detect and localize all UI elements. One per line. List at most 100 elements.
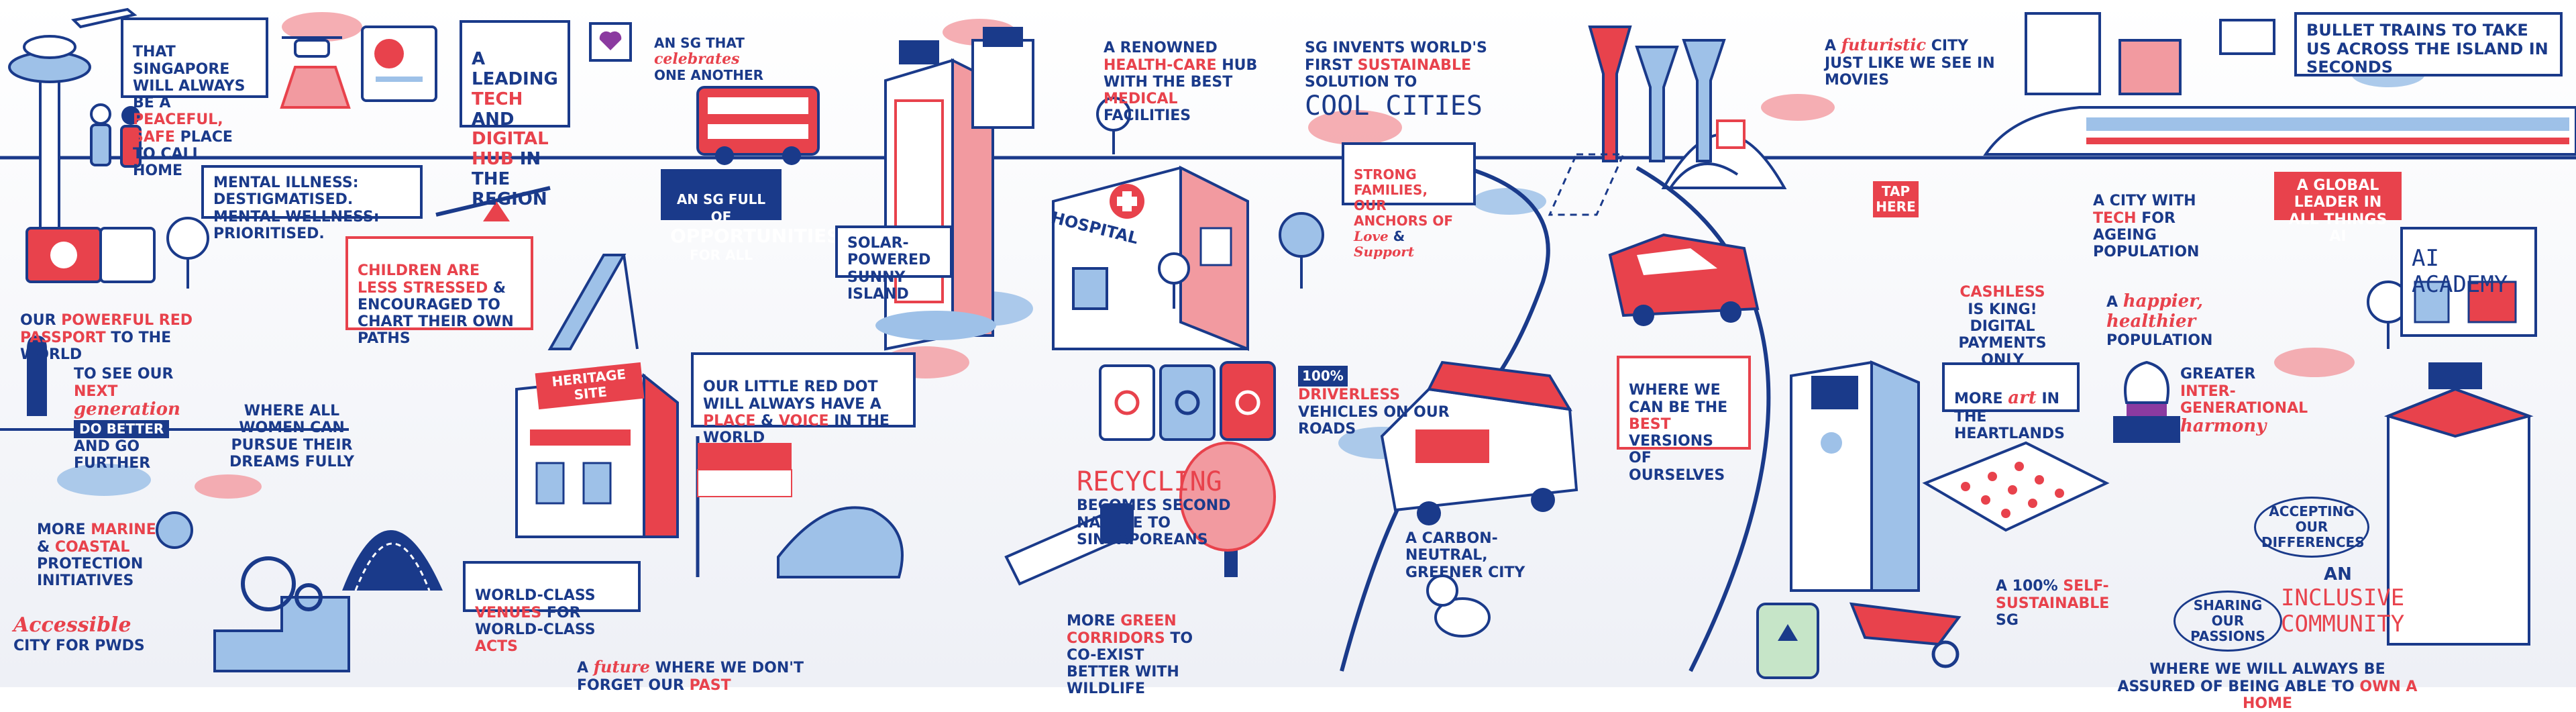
caption-highlight: Support bbox=[1354, 244, 1415, 260]
caption-text: & bbox=[755, 412, 779, 429]
caption-text: World-class bbox=[475, 587, 596, 605]
mural-illustration bbox=[0, 0, 2576, 687]
caption-text: Our little red dot will always have a bbox=[703, 378, 881, 413]
caption-text: Where we can be the bbox=[1629, 382, 1728, 416]
caption-highlight: self-sustainable bbox=[1996, 578, 2110, 612]
drone-icon bbox=[280, 36, 351, 109]
winding-road bbox=[1340, 152, 1771, 672]
double-decker-bus bbox=[696, 86, 820, 165]
caption-opportunities: An SG full ofOpportunitiesfor all bbox=[661, 169, 840, 263]
caption-text: where we don't forget our bbox=[577, 660, 804, 694]
caption-text: for ageing population bbox=[2093, 209, 2200, 261]
chicken-statue bbox=[2113, 360, 2180, 443]
caption-text: A 100% bbox=[1996, 578, 2063, 595]
caption-text: one another bbox=[654, 67, 764, 84]
caption-highlight: Driverless bbox=[1298, 387, 1401, 404]
passport-icon bbox=[25, 227, 156, 283]
playground-slide bbox=[547, 254, 639, 350]
tap-here-sign: Tap here bbox=[1873, 181, 1919, 217]
seesaw bbox=[435, 186, 551, 221]
driverless-vehicle bbox=[1380, 360, 1578, 525]
caption-happier-population: A happier, healthier population bbox=[2106, 275, 2214, 349]
solar-island bbox=[875, 311, 996, 340]
caption-strong-families: Strong families, our anchors of Love & S… bbox=[1342, 142, 1476, 260]
caption-inclusive-community: AnInclusive community bbox=[2281, 545, 2404, 638]
caption-text: population bbox=[2106, 332, 2213, 350]
heritage-shophouse bbox=[515, 372, 679, 538]
stairs bbox=[213, 596, 350, 672]
caption-celebrates: An SG that celebrates one another bbox=[654, 20, 768, 83]
caption-text: A bbox=[1825, 38, 1841, 55]
caption-text: city for PwDs bbox=[13, 637, 145, 654]
recycle-can-icon bbox=[1756, 603, 1819, 679]
caption-text: in the heartlands bbox=[1954, 391, 2065, 443]
caption-highlight: voice bbox=[778, 412, 829, 429]
bubble-accepting-differences: Accepting our differences bbox=[2254, 497, 2369, 558]
singapore-flag bbox=[696, 436, 792, 577]
caption-mental-health: Mental illness: destigmatised. Mental we… bbox=[201, 165, 423, 242]
trees bbox=[166, 97, 2410, 349]
caption-driverless: 100% Driverlessvehicles on our roads bbox=[1298, 349, 1452, 438]
caption-text: of ourselves bbox=[1629, 450, 1725, 484]
cloud-forest-dome bbox=[1661, 119, 1787, 189]
caption-text: facilities bbox=[1104, 107, 1191, 125]
rock-with-person bbox=[777, 506, 904, 578]
caption-self-sustainable: A 100% self-sustainable SG bbox=[1996, 561, 2110, 629]
caption-cool-cities: SG invents world's first sustainable sol… bbox=[1305, 23, 1499, 121]
caption-children-stress: Children are less stressed & encouraged … bbox=[345, 236, 533, 347]
caption-text: is king! Digital payments only bbox=[1958, 301, 2047, 369]
caption-text: & encouraged to chart their own paths bbox=[358, 279, 514, 348]
couple-figures bbox=[90, 103, 142, 168]
caption-highlight: celebrates bbox=[654, 50, 740, 68]
caption-text: city just like we see in movies bbox=[1825, 38, 1995, 89]
caption-art-heartlands: More art in the heartlands bbox=[1942, 362, 2080, 442]
caption-text: & bbox=[1388, 228, 1405, 244]
caption-next-generation: To see our nextgenerationdo betterand go… bbox=[74, 349, 215, 472]
hdb-block bbox=[1790, 360, 1920, 592]
caption-highlight: past bbox=[689, 676, 731, 694]
caption-highlight: future bbox=[593, 657, 650, 677]
vertical-farm bbox=[1922, 441, 2110, 532]
flowering-tree bbox=[1179, 442, 1276, 552]
caption-text: vehicles on our roads bbox=[1298, 403, 1450, 438]
caption-health-hub: A renowned health-care hub with the best… bbox=[1104, 23, 1258, 125]
caption-carbon-neutral: A carbon-neutral, greener city bbox=[1405, 530, 1525, 581]
caption-text: & bbox=[37, 538, 55, 556]
caption-text: and bbox=[472, 109, 515, 130]
caption-text: A leading bbox=[472, 48, 558, 89]
caption-highlight: best bbox=[1629, 415, 1671, 433]
caption-highlight: sustainable bbox=[1357, 56, 1471, 74]
caption-text: to the world bbox=[20, 329, 172, 363]
supertrees bbox=[1588, 26, 1726, 162]
caption-highlight: powerful red passport bbox=[20, 312, 193, 346]
caption-text: An SG full of bbox=[676, 191, 766, 225]
caption-text: Greater bbox=[2180, 366, 2256, 383]
scuba-diver bbox=[156, 511, 193, 549]
caption-highlight: inter-generational bbox=[2180, 383, 2308, 417]
caption-text: More bbox=[1954, 391, 2008, 408]
caption-text: SG invents world's first bbox=[1305, 40, 1487, 74]
percent-badge: 100% bbox=[1298, 366, 1348, 387]
caption-highlight: futuristic bbox=[1841, 35, 1927, 55]
caption-highlight: venues bbox=[475, 604, 542, 621]
caption-text: versions bbox=[1629, 433, 1713, 450]
caption-singapore-home: That Singapore will always be a peaceful… bbox=[121, 17, 268, 179]
ai-academy-sign: AI Academy bbox=[2412, 245, 2508, 299]
caption-text: A city with bbox=[2093, 193, 2196, 210]
wheelbarrow bbox=[1849, 602, 1962, 668]
caption-tech-ageing: A city with tech for ageing population bbox=[2093, 176, 2214, 260]
caption-highlight: health-care bbox=[1104, 56, 1217, 74]
caption-text: for all bbox=[690, 247, 753, 264]
caption-highlight: generation bbox=[74, 399, 180, 419]
caption-text: An bbox=[2324, 564, 2352, 584]
wheelchair-icon bbox=[241, 556, 323, 611]
caption-highlight: Inclusive community bbox=[2281, 584, 2405, 638]
caption-text: place to call home bbox=[133, 128, 233, 180]
caption-highlight: Children are less stressed bbox=[358, 262, 488, 297]
caption-text: More bbox=[37, 521, 91, 539]
caption-text: in the world bbox=[703, 412, 890, 447]
caption-futuristic-city: A futuristic city just like we see in mo… bbox=[1825, 19, 1999, 89]
caption-text: protection initiatives bbox=[37, 555, 144, 590]
heart-frame-icon bbox=[589, 22, 632, 62]
esplanade-dome bbox=[342, 530, 443, 591]
